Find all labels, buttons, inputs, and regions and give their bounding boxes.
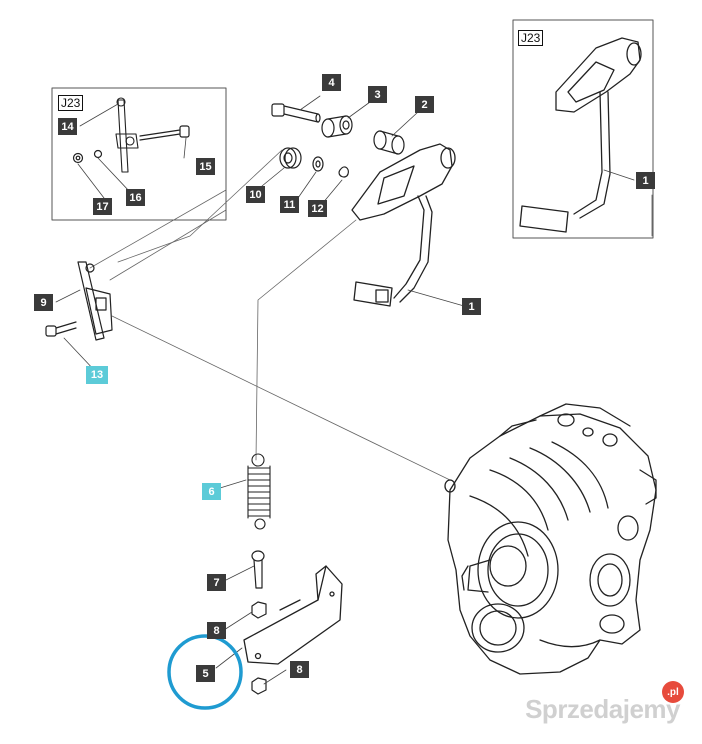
callout-14: 14 bbox=[58, 118, 77, 135]
callout-8-top: 8 bbox=[207, 622, 226, 639]
spring-part-6 bbox=[247, 453, 271, 530]
gearbox-housing bbox=[444, 403, 657, 675]
bushing-part-2 bbox=[373, 130, 405, 155]
bolt-part-13 bbox=[45, 321, 77, 337]
callout-2: 2 bbox=[415, 96, 434, 113]
bushing-part-3 bbox=[321, 115, 353, 138]
inset-pedal bbox=[519, 37, 642, 233]
inset-lever bbox=[115, 97, 139, 173]
callout-15: 15 bbox=[196, 158, 215, 175]
callout-8-bottom: 8 bbox=[290, 661, 309, 678]
inset-tag-left: J23 bbox=[58, 95, 84, 111]
watermark-text: Sprzedajemy bbox=[525, 694, 680, 724]
circlip-part-12 bbox=[338, 166, 349, 178]
watermark-badge: .pl bbox=[662, 681, 684, 703]
callout-16: 16 bbox=[126, 189, 145, 206]
callout-4: 4 bbox=[322, 74, 341, 91]
callout-13: 13 bbox=[86, 366, 108, 384]
leader-inset-1 bbox=[89, 189, 227, 269]
washer-part-11 bbox=[312, 156, 324, 172]
leader-lever-to-housing bbox=[111, 315, 451, 481]
callout-1-main: 1 bbox=[462, 298, 481, 315]
pin-part-7 bbox=[251, 550, 265, 589]
bolt-part-4 bbox=[271, 103, 321, 123]
inset-tag-right: J23 bbox=[518, 30, 544, 46]
callout-5: 5 bbox=[196, 665, 215, 682]
callout-9: 9 bbox=[34, 294, 53, 311]
pedal-arm-main bbox=[351, 143, 456, 307]
callout-3: 3 bbox=[368, 86, 387, 103]
callout-11: 11 bbox=[280, 196, 299, 213]
bracket-part-5 bbox=[243, 565, 343, 665]
marker-circle bbox=[167, 634, 243, 710]
leader-pedal-to-spring bbox=[255, 219, 357, 461]
callout-6: 6 bbox=[202, 483, 221, 500]
inset-box-left bbox=[51, 87, 227, 221]
leader-inset-2 bbox=[109, 209, 227, 281]
inset-washer bbox=[93, 149, 103, 159]
inset-box-right bbox=[512, 19, 654, 239]
nut-part-8-bottom bbox=[251, 677, 267, 695]
callout-1-inset: 1 bbox=[636, 172, 655, 189]
callout-10: 10 bbox=[246, 186, 265, 203]
bearing-part-10 bbox=[279, 147, 302, 169]
nut-part-8-top bbox=[251, 601, 267, 619]
inset-nut bbox=[72, 152, 84, 164]
callout-17: 17 bbox=[93, 198, 112, 215]
inset-bolt bbox=[139, 125, 190, 141]
callout-12: 12 bbox=[308, 200, 327, 217]
callout-7: 7 bbox=[207, 574, 226, 591]
lever-part-9 bbox=[77, 261, 113, 341]
